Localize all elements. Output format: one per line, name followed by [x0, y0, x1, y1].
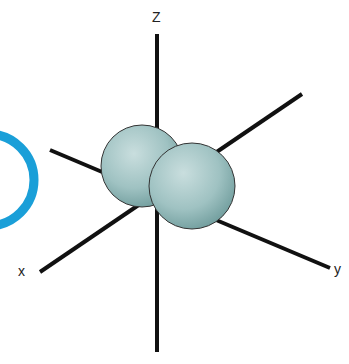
axis-label: Z	[152, 10, 161, 24]
axis-label: x	[18, 264, 25, 278]
axis-label: y	[334, 262, 341, 276]
front-lobe	[149, 143, 235, 229]
blue-arc	[0, 134, 34, 226]
x-axis	[40, 94, 302, 272]
